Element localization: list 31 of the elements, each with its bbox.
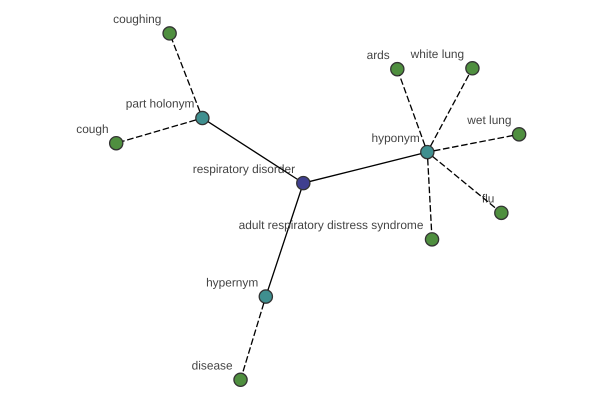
node-label: coughing — [112, 12, 161, 26]
node-circle — [162, 26, 176, 41]
connector — [429, 74, 470, 146]
connector — [398, 75, 426, 146]
connector — [122, 119, 196, 142]
node-circle — [258, 289, 273, 304]
node-circle — [108, 136, 123, 150]
node-circle — [390, 62, 404, 76]
connector — [241, 302, 264, 374]
node-circle — [424, 232, 439, 247]
connector — [170, 40, 200, 112]
node-label: white lung — [410, 46, 464, 61]
node-label: hypernym — [206, 275, 258, 290]
node-label: part holonym — [125, 96, 194, 111]
node-label: cough — [76, 122, 108, 136]
node-circle — [494, 206, 508, 220]
connector — [433, 134, 512, 152]
node-label: disease — [191, 358, 232, 372]
node-label: hyponym — [371, 130, 420, 145]
node-circle — [194, 110, 210, 126]
node-label: wet lung — [466, 113, 512, 128]
node-circle — [464, 61, 480, 76]
node-circle — [232, 372, 248, 388]
connector — [426, 158, 432, 232]
node-circle — [296, 176, 310, 190]
node-label: ards — [366, 48, 390, 62]
node-circle — [420, 144, 434, 160]
connector — [309, 153, 420, 182]
connector — [207, 121, 298, 180]
node-circle — [511, 127, 526, 142]
connector — [432, 156, 496, 210]
